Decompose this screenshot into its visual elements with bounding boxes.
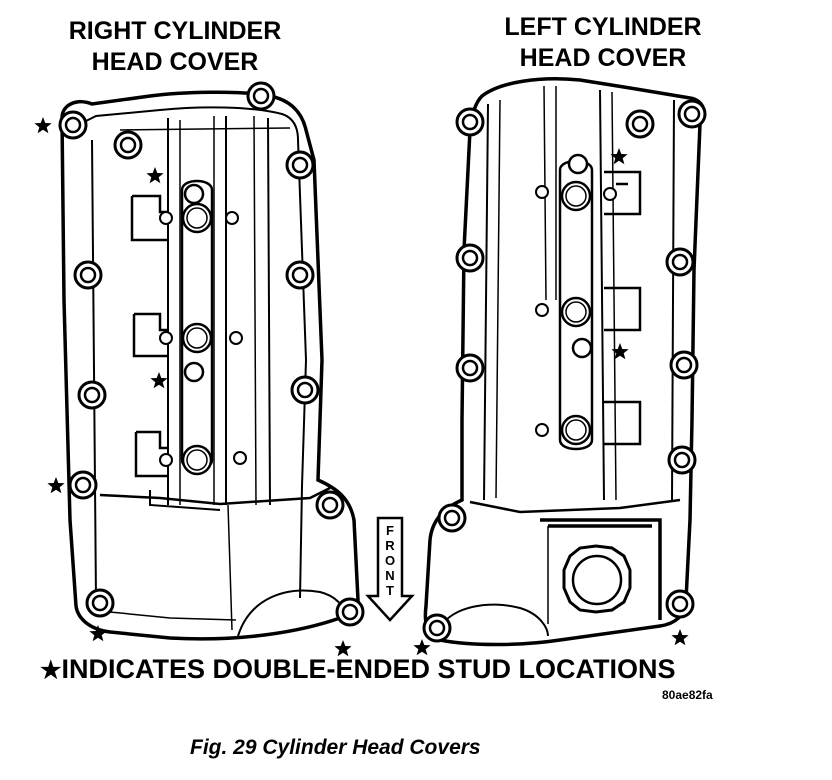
front-letter-t: T (386, 583, 394, 598)
stud-legend: ★INDICATES DOUBLE-ENDED STUD LOCATIONS (40, 654, 676, 685)
front-arrow: F R O N T (365, 516, 415, 622)
left-title-line-1: LEFT CYLINDER (504, 13, 702, 41)
front-letter-r: R (385, 538, 395, 553)
front-letter-o: O (385, 553, 395, 568)
left-head-cover (413, 77, 707, 656)
right-head-cover (34, 81, 365, 657)
left-cover-title: LEFT CYLINDER HEAD COVER (468, 12, 738, 74)
right-title-line-2: HEAD COVER (91, 48, 259, 76)
left-title-line-2: HEAD COVER (519, 44, 687, 72)
front-letter-n: N (385, 568, 394, 583)
right-cover-title: RIGHT CYLINDER HEAD COVER (40, 16, 310, 78)
front-letter-f: F (386, 523, 394, 538)
figure-caption: Fig. 29 Cylinder Head Covers (190, 736, 481, 759)
legend-text: INDICATES DOUBLE-ENDED STUD LOCATIONS (61, 654, 676, 684)
right-title-line-1: RIGHT CYLINDER (68, 17, 282, 45)
oil-fill-cap (562, 544, 632, 614)
figure-code: 80ae82fa (662, 688, 713, 702)
star-icon: ★ (40, 657, 62, 684)
